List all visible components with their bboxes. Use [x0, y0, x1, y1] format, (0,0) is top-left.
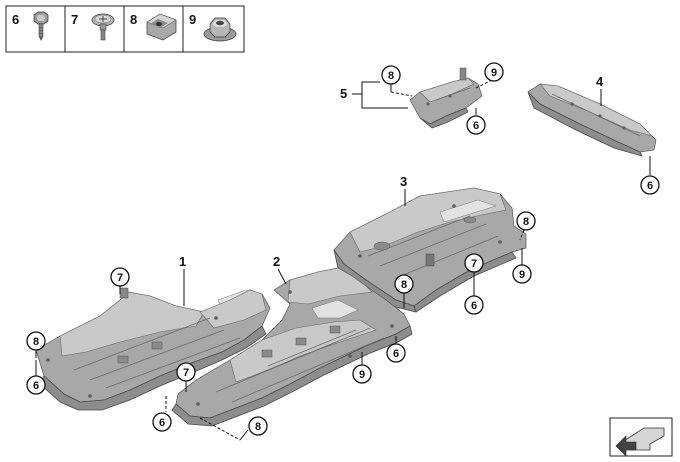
svg-text:6: 6 — [471, 300, 477, 312]
bubble-1-7: 7 — [110, 267, 130, 287]
part-1-front-panel — [35, 287, 271, 411]
legend-number: 6 — [12, 12, 19, 27]
svg-text:6: 6 — [473, 120, 479, 132]
part-5-bracket — [409, 67, 483, 129]
legend-item-9: 9 — [189, 12, 237, 42]
svg-text:7: 7 — [471, 258, 477, 270]
direction-arrow-icon — [609, 417, 673, 457]
part-2-center-panel — [171, 267, 413, 427]
callout-bubbles: 8 9 6 6 8 9 7 6 — [26, 62, 660, 436]
callout-part-2: 2 — [273, 254, 280, 269]
bubble-2-6: 6 — [386, 343, 406, 363]
legend-item-7: 7 — [71, 12, 115, 41]
callout-part-4: 4 — [596, 74, 604, 89]
svg-text:6: 6 — [647, 180, 653, 192]
callout-part-3: 3 — [400, 174, 407, 189]
bubble-4-6: 6 — [640, 175, 660, 195]
bubble-leaders — [35, 79, 651, 441]
part-3-underbody-panel — [333, 187, 527, 313]
svg-text:8: 8 — [388, 70, 394, 82]
bubble-m-8: 8 — [248, 416, 268, 436]
parts-legend: 6 7 8 — [5, 5, 245, 53]
svg-text:9: 9 — [519, 269, 525, 281]
bubble-5-9: 9 — [484, 62, 504, 82]
bubble-m-6: 6 — [152, 412, 172, 432]
bubble-3-9: 9 — [512, 264, 532, 284]
svg-text:8: 8 — [255, 421, 261, 433]
svg-text:6: 6 — [33, 380, 39, 392]
bubble-3-6: 6 — [464, 295, 484, 315]
bubble-2-9: 9 — [352, 364, 372, 384]
legend-item-6: 6 — [12, 11, 49, 41]
hex-nut-icon — [203, 17, 237, 42]
svg-text:9: 9 — [359, 369, 365, 381]
flat-head-screw-icon — [91, 13, 115, 41]
svg-text:8: 8 — [33, 336, 39, 348]
part-4-strip — [527, 83, 657, 157]
bubble-5-8: 8 — [381, 65, 401, 85]
svg-text:8: 8 — [401, 279, 407, 291]
legend-item-8: 8 — [130, 12, 177, 41]
legend-number: 7 — [71, 12, 78, 27]
svg-text:7: 7 — [183, 367, 189, 379]
svg-text:6: 6 — [159, 417, 165, 429]
clip-nut-icon — [146, 13, 177, 41]
bubble-3-8: 8 — [516, 211, 536, 231]
svg-text:8: 8 — [523, 216, 529, 228]
bubble-1-6: 6 — [26, 375, 46, 395]
callout-part-1: 1 — [179, 254, 186, 269]
bubble-m-7: 7 — [176, 362, 196, 382]
legend-number: 9 — [189, 12, 196, 27]
svg-text:9: 9 — [491, 67, 497, 79]
screw-icon — [33, 11, 49, 41]
legend-number: 8 — [130, 12, 137, 27]
svg-text:7: 7 — [117, 272, 123, 284]
bubble-5-6: 6 — [466, 115, 486, 135]
bubble-3-7: 7 — [464, 253, 484, 273]
bubble-1-8: 8 — [26, 331, 46, 351]
svg-text:6: 6 — [393, 348, 399, 360]
bubble-2-8: 8 — [394, 274, 414, 294]
part-callouts: 1 2 3 4 5 — [179, 74, 604, 306]
callout-part-5: 5 — [340, 86, 347, 101]
